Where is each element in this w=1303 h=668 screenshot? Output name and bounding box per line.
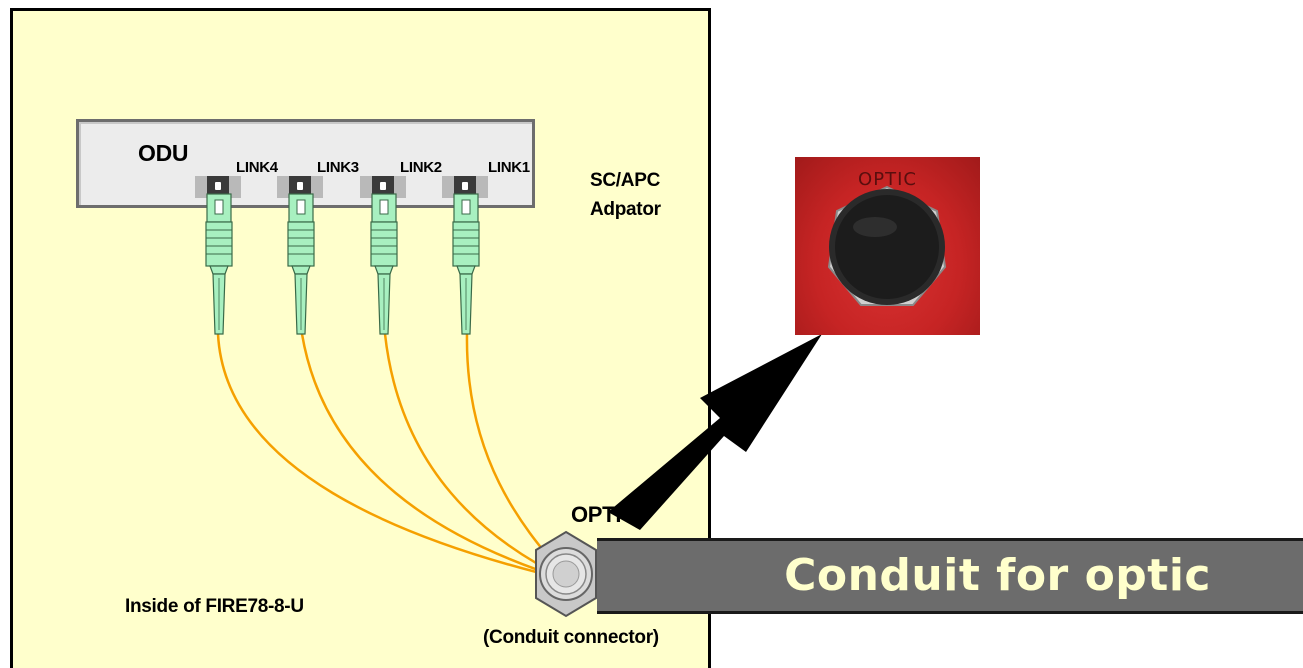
link3-label: LINK3 [317,159,359,176]
optic-photo-icon: OPTIC [795,157,980,335]
adapter-label-line1: SC/APC [590,170,660,191]
link2-label: LINK2 [400,159,442,176]
port-link4 [195,176,241,198]
port-link1 [442,176,488,198]
adapter-label-line2: Adpator [590,199,661,220]
port-link2 [360,176,406,198]
conduit-label: Conduit for optic [784,550,1211,601]
inside-label: Inside of FIRE78-8-U [125,596,304,617]
fiber-cable-link3 [300,333,569,582]
adapter-label: SC/APC Adpator [590,166,661,224]
conduit-connector-icon [535,530,597,618]
fiber-cable-link4 [216,333,569,582]
connector-label: (Conduit connector) [483,627,659,648]
port-link3 [277,176,323,198]
optic-label: OPTIC [571,502,637,527]
odu-label: ODU [138,140,189,166]
conduit-bar: Conduit for optic [597,538,1303,614]
link4-label: LINK4 [236,159,278,176]
link1-label: LINK1 [488,159,530,176]
optic-photo-text: OPTIC [858,169,917,190]
